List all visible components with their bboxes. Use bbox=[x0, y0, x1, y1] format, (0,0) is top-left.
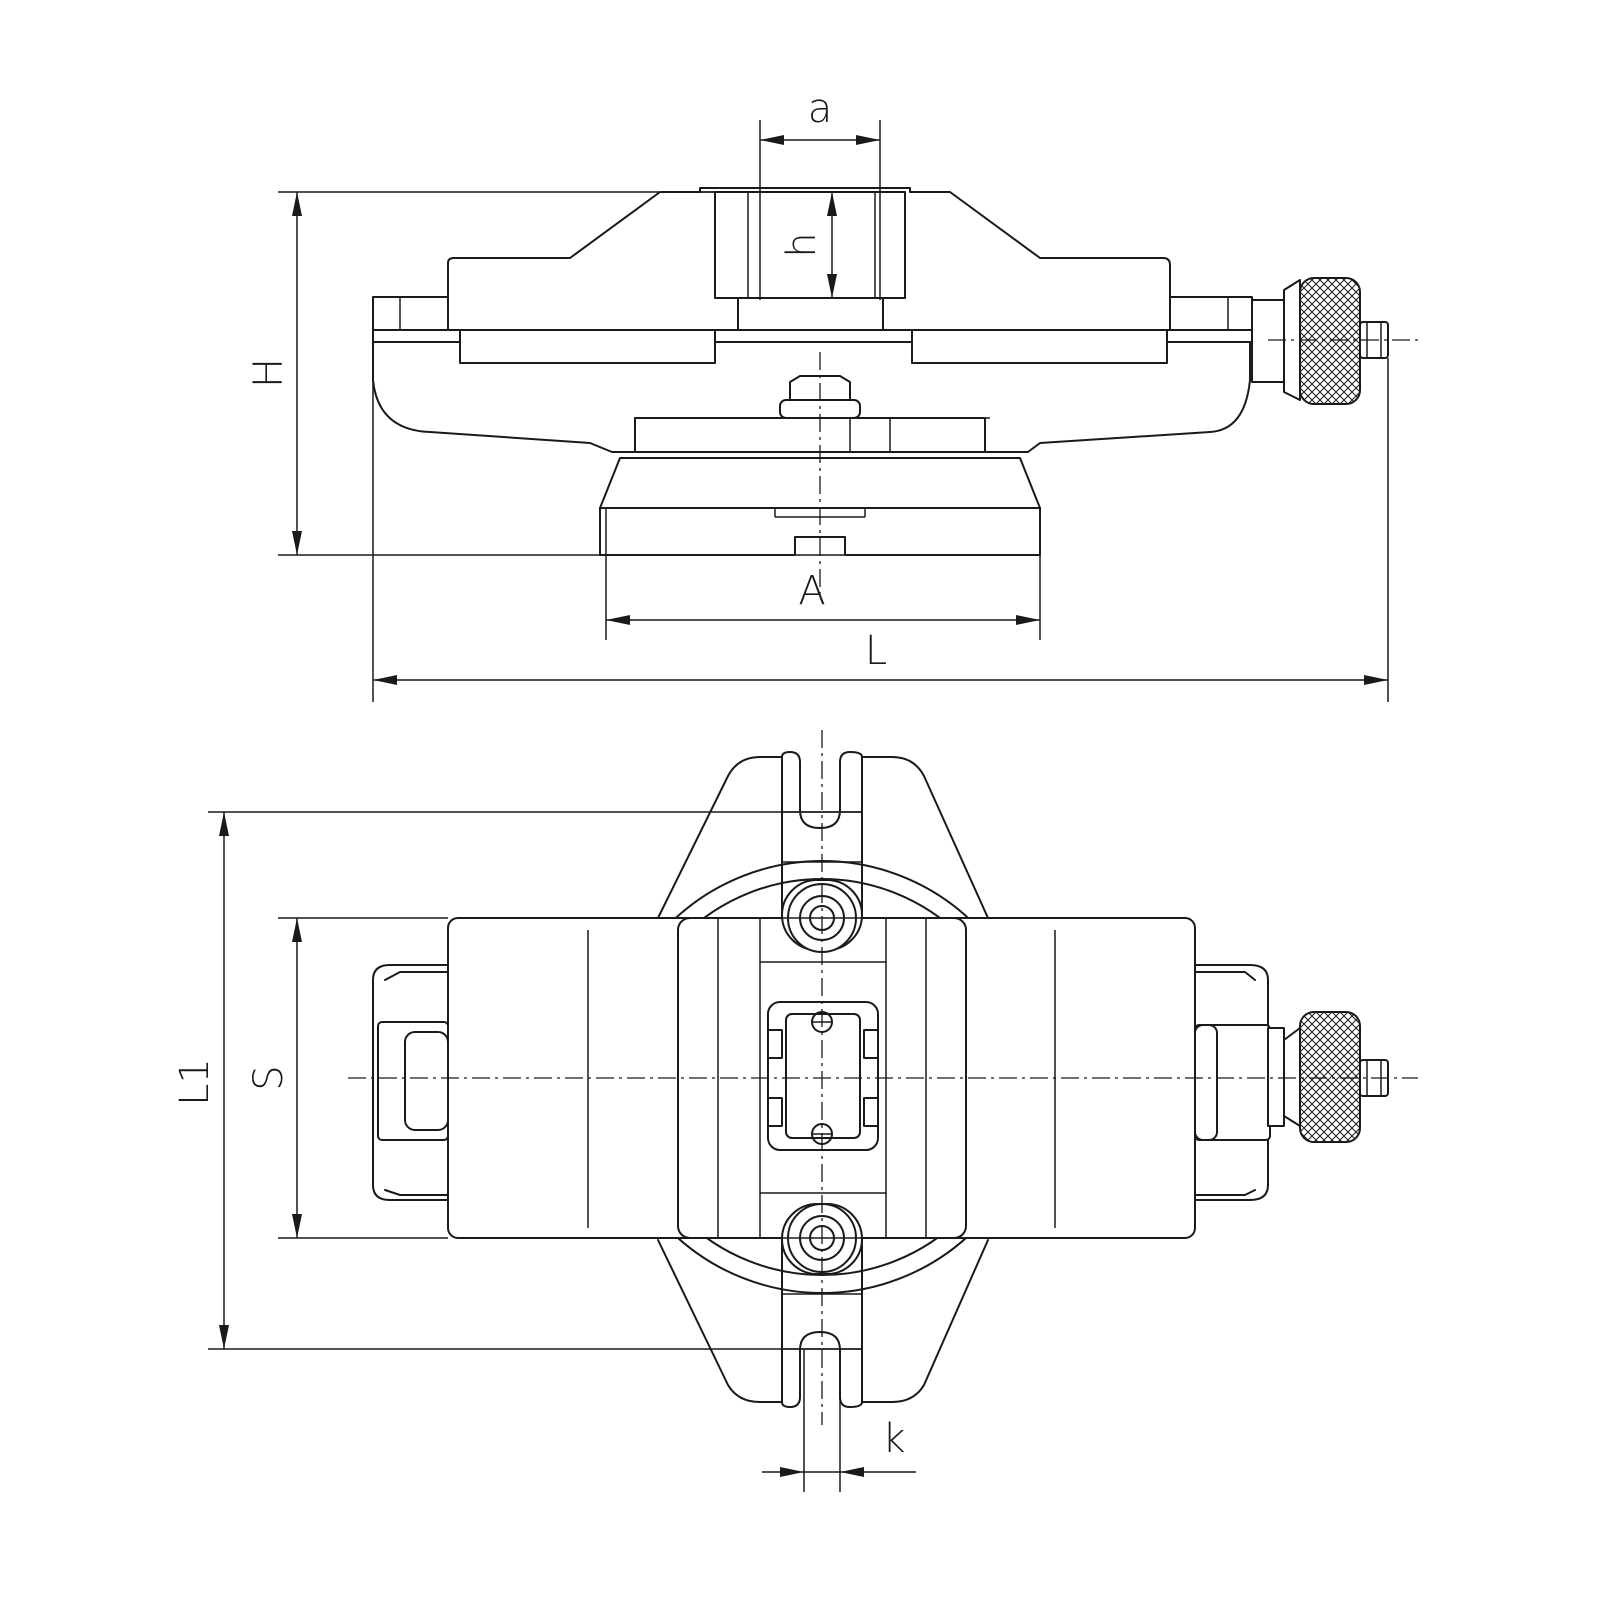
knob-collar-top bbox=[1267, 1027, 1285, 1127]
left-end-cap bbox=[372, 296, 449, 331]
bottom-slot bbox=[781, 1331, 863, 1408]
knob-collar bbox=[1251, 299, 1285, 383]
swivel-top bbox=[634, 417, 986, 453]
overall-dim-arrow-left bbox=[373, 675, 397, 685]
dim-label-h: h bbox=[779, 232, 825, 257]
knurled-knob bbox=[1299, 277, 1361, 405]
left-rail-block bbox=[459, 329, 716, 364]
dim-label-S: S bbox=[246, 1065, 292, 1090]
top-slot bbox=[781, 751, 863, 829]
dim-label-a: a bbox=[808, 86, 833, 132]
swivel-body bbox=[372, 341, 1251, 453]
swivel-flange-top bbox=[657, 756, 783, 919]
knurled-knob-top bbox=[1299, 1011, 1361, 1143]
side-view: a h H A L bbox=[246, 86, 1420, 702]
dim-label-H: H bbox=[246, 358, 292, 388]
dim-label-L: L bbox=[865, 628, 887, 674]
center-jaw-plate bbox=[714, 191, 906, 299]
top-view: L1 S k bbox=[172, 730, 1418, 1492]
swivel-flange-bottom bbox=[657, 1239, 783, 1403]
overall-dim-arrow-right bbox=[1364, 675, 1388, 685]
dim-label-A: A bbox=[798, 568, 825, 614]
right-rail-block bbox=[911, 329, 1168, 364]
dim-label-L1: L1 bbox=[172, 1058, 218, 1106]
dim-label-k: k bbox=[882, 1416, 905, 1462]
right-end-cap bbox=[1169, 296, 1253, 331]
jaw-step bbox=[737, 297, 884, 331]
